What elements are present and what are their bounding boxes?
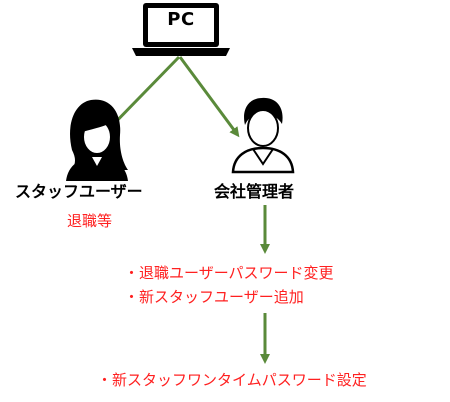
- company-admin-label: 会社管理者: [214, 182, 295, 201]
- pc-label: PC: [167, 9, 195, 30]
- laptop-icon: [132, 3, 230, 56]
- step2-item-onetime-password: ・新スタッフワンタイムパスワード設定: [97, 371, 367, 389]
- female-user-icon: [66, 99, 128, 181]
- staff-user-note: 退職等: [67, 212, 113, 230]
- arrow-pc-to-admin: [178, 56, 240, 138]
- staff-user-label: スタッフユーザー: [15, 182, 143, 201]
- step1-item-password-change: ・退職ユーザーパスワード変更: [124, 264, 334, 282]
- male-user-icon: [231, 97, 295, 174]
- step1-item-add-staff: ・新スタッフユーザー追加: [124, 288, 304, 306]
